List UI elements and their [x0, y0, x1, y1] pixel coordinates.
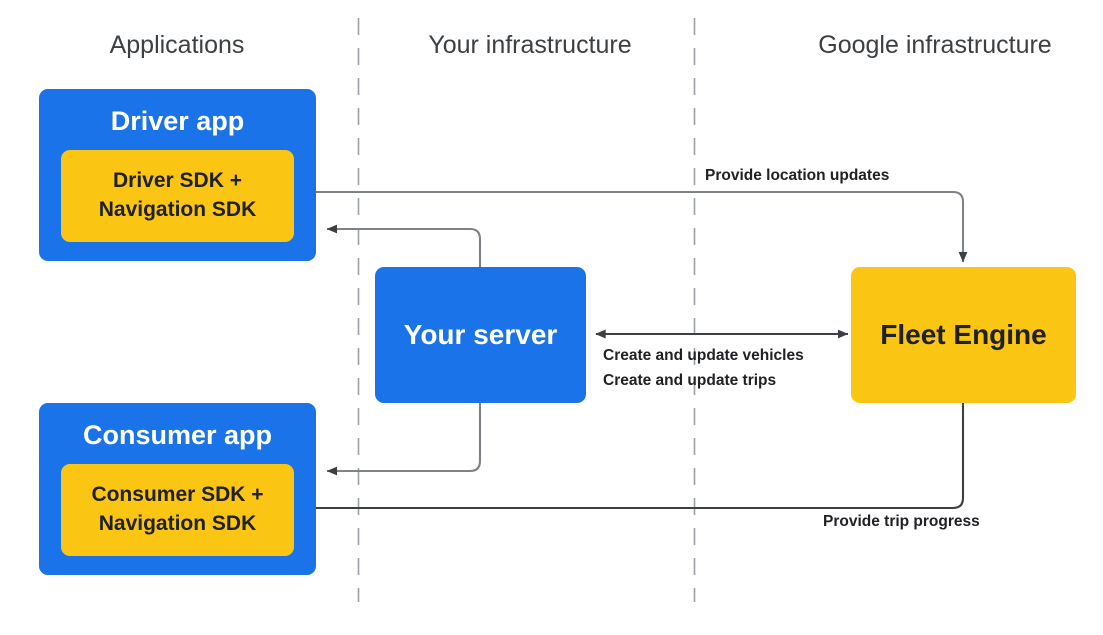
driver-sdk-line-2: Navigation SDK — [98, 198, 257, 221]
edge-label-provide-trip-progress: Provide trip progress — [823, 513, 980, 530]
driver-app-title: Driver app — [110, 106, 245, 136]
zone-label-applications: Applications — [109, 31, 245, 59]
driver-sdk-box[interactable]: Driver SDK + Navigation SDK — [61, 150, 294, 242]
driver-sdk-line-1: Driver SDK + — [113, 169, 242, 193]
node-consumer-app[interactable]: Consumer app Consumer SDK + Navigation S… — [39, 403, 316, 575]
edge-label-create-update-vehicles: Create and update vehicles — [603, 347, 804, 364]
consumer-app-title: Consumer app — [82, 420, 273, 450]
edge-label-provide-location-updates: Provide location updates — [705, 167, 890, 184]
node-fleet-engine[interactable]: Fleet Engine — [851, 267, 1076, 403]
edge-label-create-update-trips: Create and update trips — [603, 372, 777, 389]
consumer-sdk-box[interactable]: Consumer SDK + Navigation SDK — [61, 464, 294, 556]
edge-driver-to-fleet — [300, 190, 968, 263]
node-your-server[interactable]: Your server — [375, 267, 586, 403]
your-server-title: Your server — [403, 319, 558, 350]
edge-fleet-to-consumer — [305, 403, 965, 513]
consumer-sdk-line-2: Navigation SDK — [98, 512, 257, 535]
edge-server-to-driver — [326, 224, 482, 267]
zone-label-your-infrastructure: Your infrastructure — [428, 31, 632, 59]
zone-label-google-infrastructure: Google infrastructure — [818, 31, 1052, 59]
fleet-engine-title: Fleet Engine — [880, 319, 1047, 350]
node-driver-app[interactable]: Driver app Driver SDK + Navigation SDK — [39, 89, 316, 261]
consumer-sdk-line-1: Consumer SDK + — [91, 483, 264, 507]
edge-server-to-consumer — [326, 403, 482, 476]
